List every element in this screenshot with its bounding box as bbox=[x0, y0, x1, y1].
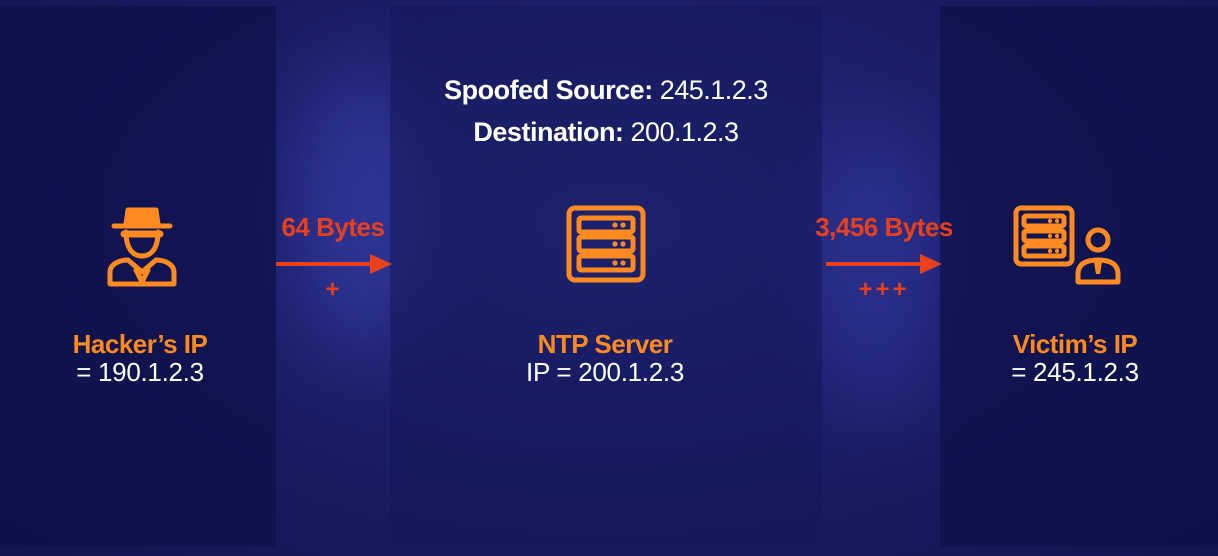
response-arrow-icon bbox=[826, 254, 942, 274]
victim-name: Victim’s IP bbox=[1012, 329, 1138, 359]
victim-ip: = 245.1.2.3 bbox=[1011, 357, 1139, 387]
hacker-label: Hacker’s IP = 190.1.2.3 bbox=[40, 330, 240, 386]
response-flow: 3,456 Bytes bbox=[796, 212, 972, 242]
hacker-name: Hacker’s IP bbox=[72, 329, 208, 359]
request-marker-wrap: + bbox=[274, 278, 394, 302]
spoofed-source-label: Spoofed Source: bbox=[444, 75, 653, 105]
spoofed-source-line: Spoofed Source: 245.1.2.3 bbox=[390, 74, 822, 106]
victim-label: Victim’s IP = 245.1.2.3 bbox=[975, 330, 1175, 386]
request-flow: 64 Bytes bbox=[268, 212, 398, 242]
response-marker-wrap: +++ bbox=[824, 278, 944, 302]
request-arrow-icon bbox=[276, 254, 392, 274]
server-ip: IP = 200.1.2.3 bbox=[526, 357, 684, 387]
hacker-ip: = 190.1.2.3 bbox=[76, 357, 204, 387]
server-label: NTP Server IP = 200.1.2.3 bbox=[480, 330, 730, 386]
request-marker: + bbox=[325, 276, 343, 303]
response-marker: +++ bbox=[858, 276, 910, 303]
response-bytes: 3,456 Bytes bbox=[815, 212, 953, 242]
spoofed-source-value: 245.1.2.3 bbox=[659, 75, 769, 105]
spy-icon bbox=[107, 207, 177, 287]
server-panel bbox=[390, 6, 822, 546]
server-name: NTP Server bbox=[537, 329, 673, 359]
destination-line: Destination: 200.1.2.3 bbox=[390, 116, 822, 148]
server-icon bbox=[566, 205, 646, 283]
destination-label: Destination: bbox=[473, 117, 624, 147]
destination-value: 200.1.2.3 bbox=[630, 117, 739, 147]
request-bytes: 64 Bytes bbox=[281, 212, 385, 242]
server-user-icon bbox=[1013, 205, 1121, 285]
